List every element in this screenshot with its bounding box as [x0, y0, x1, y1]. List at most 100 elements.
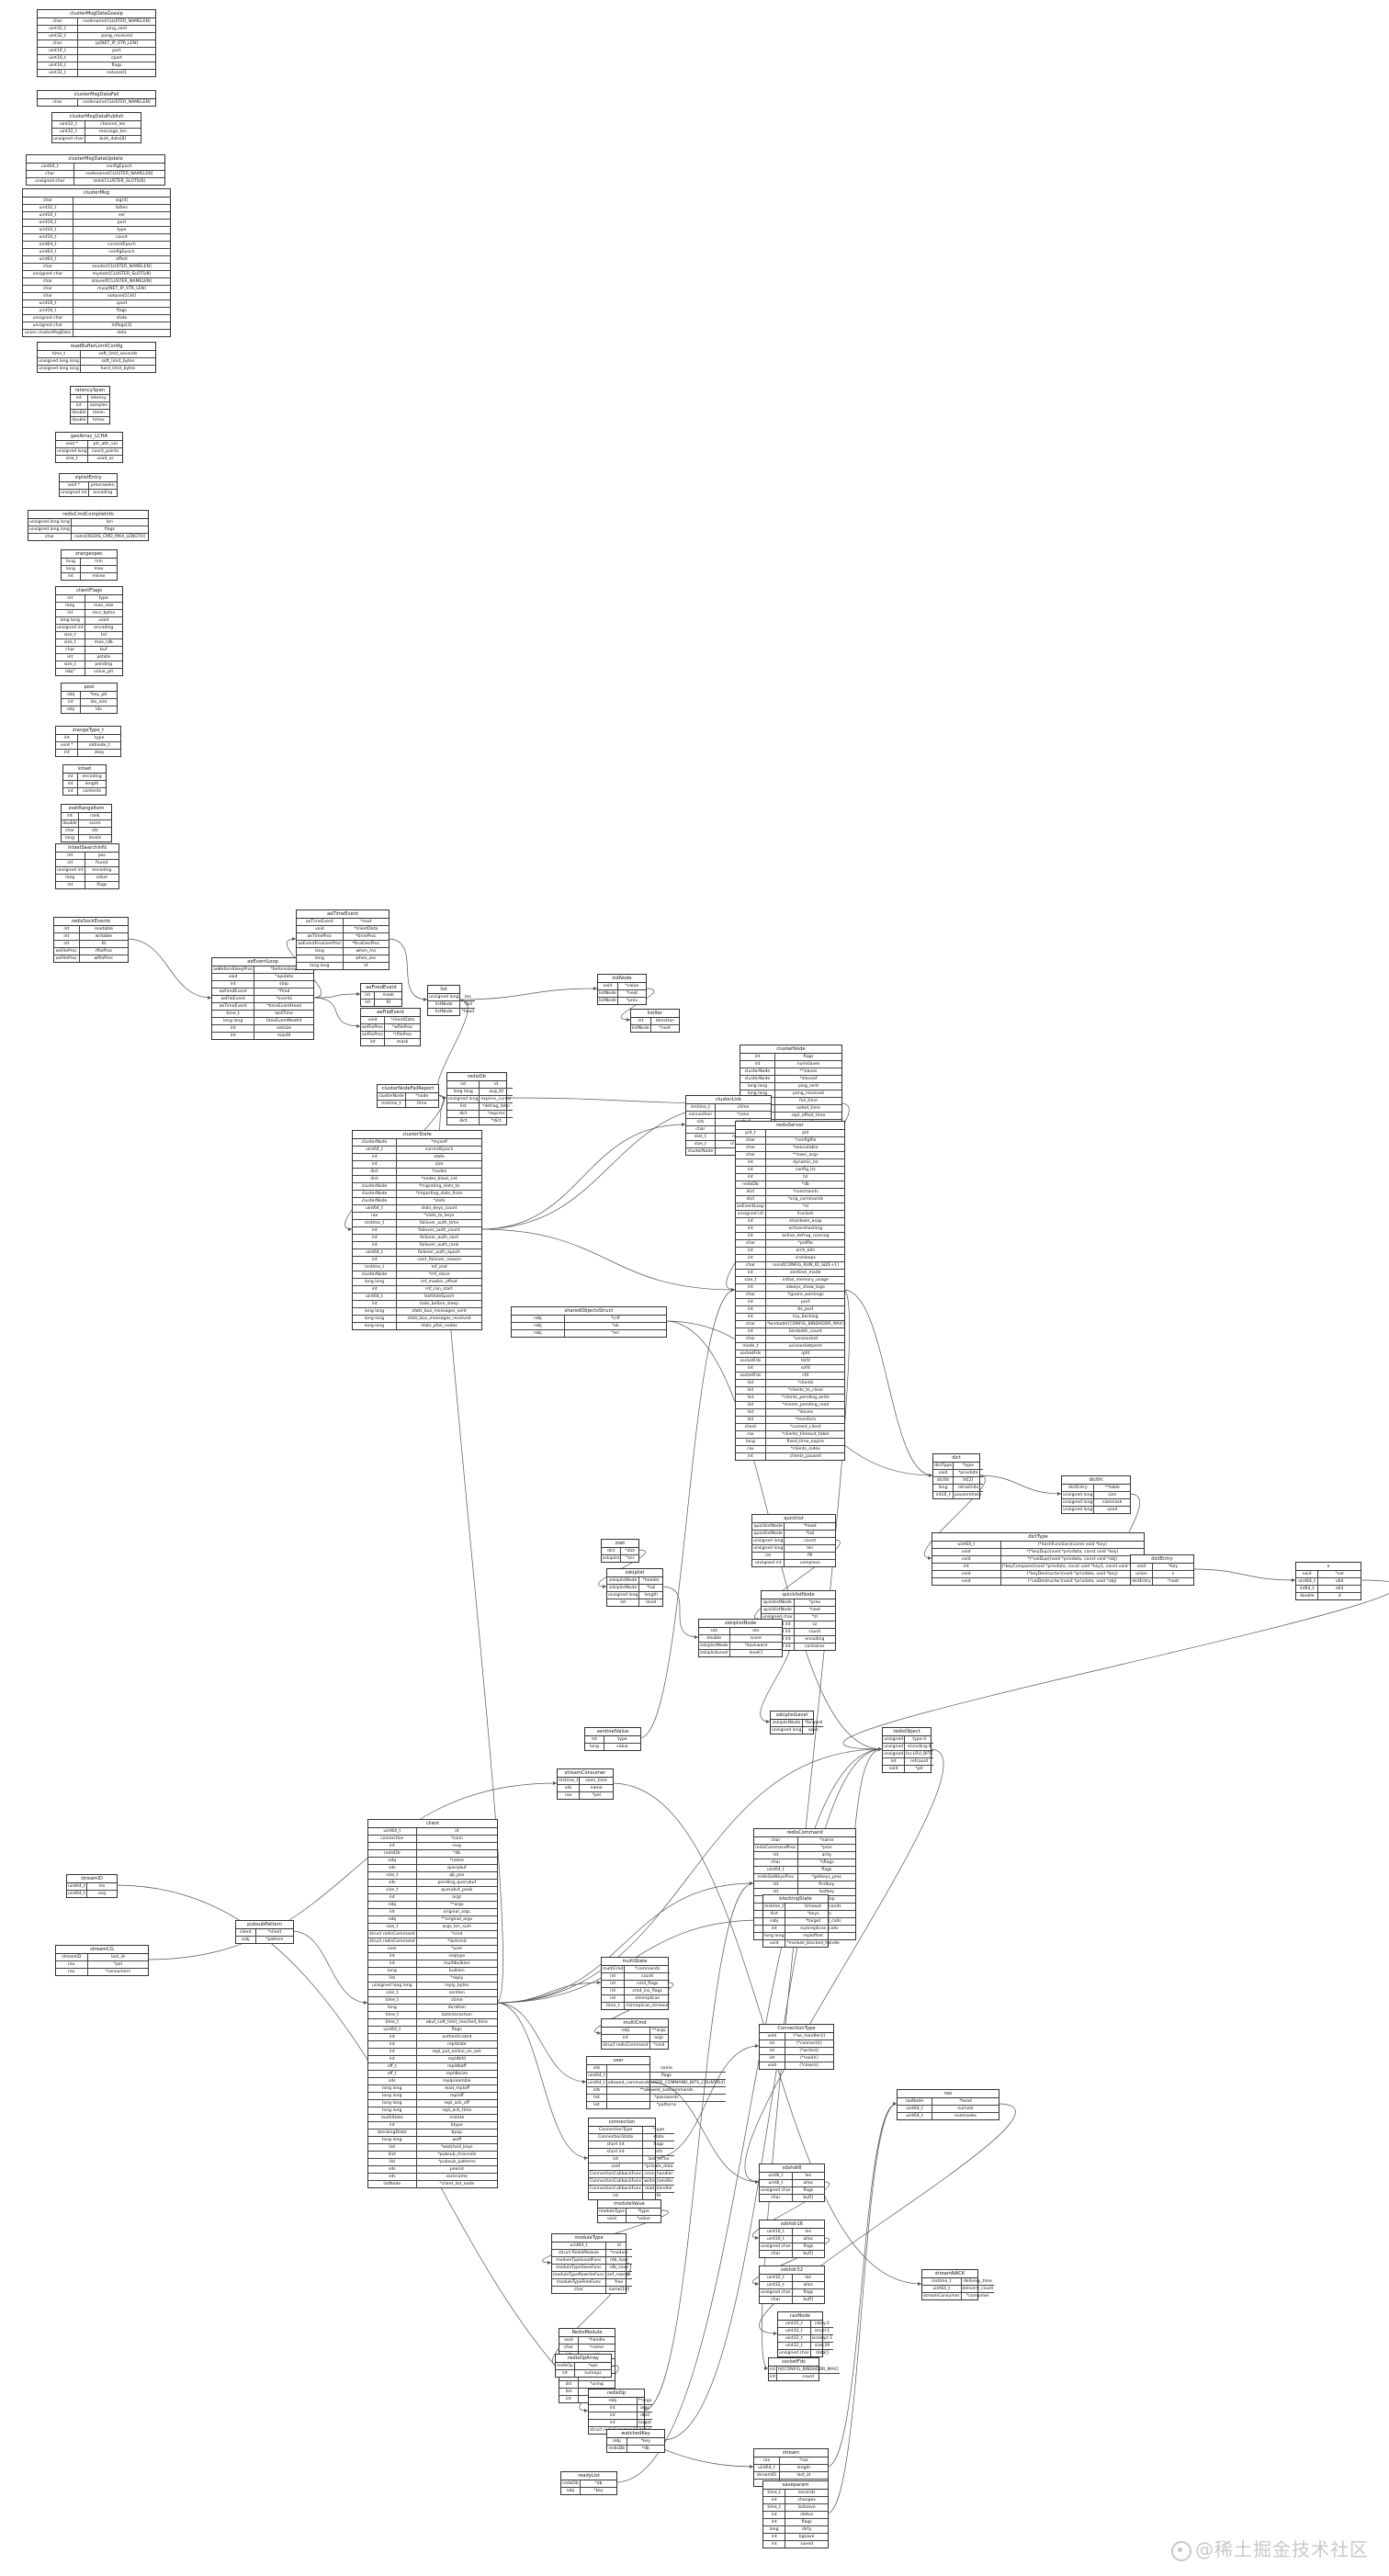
- field-name: tls_port: [764, 1305, 845, 1314]
- field-name: qb_pos: [415, 1871, 497, 1880]
- field-name: refcount: [904, 1757, 934, 1766]
- struct-title: quicklistNode: [762, 1591, 835, 1599]
- field-type: uint64_t: [552, 2243, 606, 2250]
- field-name: sender[CLUSTER_NAMELEN]: [72, 263, 170, 271]
- field-name: ver: [72, 211, 170, 220]
- field-type: int: [602, 1972, 626, 1981]
- field-type: char: [760, 2250, 793, 2257]
- field-type: char: [56, 646, 85, 654]
- field-name: slots_keys_count: [396, 1204, 481, 1213]
- struct-field-row: void*value: [598, 2215, 661, 2222]
- struct-field-row: user*user: [368, 1945, 497, 1953]
- field-name: *events: [254, 995, 313, 1003]
- field-type: unsigned char: [23, 314, 73, 322]
- field-type: int: [736, 1364, 766, 1373]
- field-name: *using: [577, 2380, 615, 2389]
- field-type: uint64_t: [368, 1828, 417, 1836]
- field-name: peerid: [415, 2165, 497, 2174]
- field-type: raxNode: [898, 2098, 932, 2106]
- field-type: long: [62, 834, 79, 842]
- field-name: data[]: [809, 2349, 834, 2356]
- field-name: *backward: [728, 1642, 782, 1650]
- field-type: list: [368, 2158, 417, 2166]
- field-name: *zl: [793, 1613, 835, 1621]
- field-name: flags: [84, 881, 119, 888]
- field-type: long long: [368, 2085, 417, 2093]
- field-name: *tail: [638, 1584, 662, 1592]
- struct-field-row: dict*keys: [763, 1910, 841, 1918]
- field-type: robj: [512, 1322, 565, 1330]
- field-name: buf: [84, 646, 122, 654]
- field-name: *privdata: [953, 1469, 983, 1477]
- struct-title: v: [1296, 1563, 1361, 1571]
- field-type: long: [62, 559, 81, 566]
- field-name: repldboff: [415, 2062, 497, 2071]
- struct-title: sdshdr32: [760, 2266, 824, 2275]
- struct-field-row: robj*key: [561, 2487, 616, 2494]
- field-type: unsigned char: [778, 2349, 811, 2356]
- struct-title: ziplistEntry: [60, 474, 117, 482]
- field-name: (*connect)(): [784, 2039, 833, 2048]
- field-type: long long: [297, 962, 344, 969]
- field-type: uint16_t: [23, 299, 73, 308]
- field-type: dict: [602, 1548, 622, 1555]
- field-type: int: [353, 1285, 398, 1294]
- field-type: char: [62, 827, 79, 835]
- struct-field-row: robj*err: [512, 1329, 666, 1337]
- field-name: **slaves: [774, 1068, 841, 1076]
- field-name: encoding: [77, 774, 106, 781]
- field-type: int: [760, 2054, 785, 2062]
- field-name: (*close)(): [784, 2062, 833, 2069]
- field-name: *migrating_slots_to: [396, 1182, 481, 1191]
- field-name: *name: [577, 2344, 615, 2352]
- field-type: mstime_t: [353, 1263, 398, 1271]
- struct-title: clusterMsg: [23, 189, 170, 198]
- field-type: uint64_t: [898, 2112, 932, 2119]
- field-type: void *: [56, 441, 89, 448]
- field-type: long: [763, 2525, 786, 2534]
- field-name: tcp_backlog: [764, 1313, 845, 1321]
- field-type: dict: [447, 1117, 480, 1124]
- field-type: short int: [589, 2148, 644, 2156]
- field-name: seen_time: [579, 1778, 613, 1785]
- struct-field-row: void*(*valDup)(void *privdata, const voi…: [932, 1555, 1144, 1564]
- field-type: ConnectionState: [589, 2133, 644, 2141]
- field-type: struct redisCommand: [602, 2041, 650, 2049]
- field-name: port: [764, 1298, 845, 1306]
- field-type: long long: [212, 1017, 255, 1025]
- field-type: int: [736, 1166, 766, 1174]
- struct-field-row: client*client: [236, 1929, 293, 1937]
- field-type: uint32_t: [778, 2327, 811, 2335]
- field-type: unsigned long: [771, 1726, 804, 1734]
